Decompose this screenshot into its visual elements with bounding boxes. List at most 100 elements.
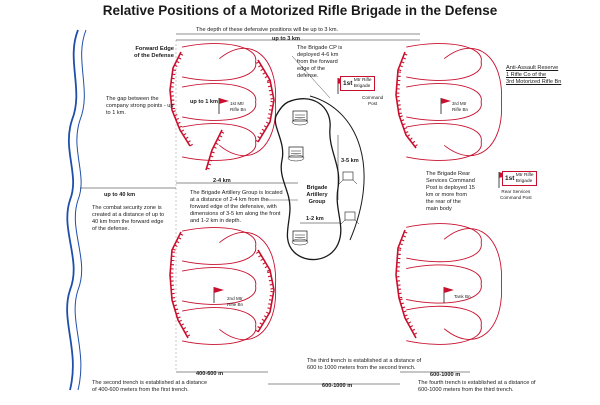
trench-bn2-second-tick — [264, 316, 267, 318]
rear-cp-number: 1st — [505, 175, 514, 182]
trench-bn1-tick — [174, 65, 177, 66]
trench-bn1-second-tick — [268, 86, 271, 87]
bn1-strongpoint — [182, 44, 256, 81]
2-4km-label: 2-4 km — [213, 178, 231, 185]
howitzer-symbol-2 — [345, 212, 355, 220]
trench-bn3-tick — [415, 145, 418, 147]
trench-bn2-second-tick — [267, 308, 270, 309]
trench-tank — [396, 230, 416, 338]
trench-bn2-tick — [187, 335, 190, 337]
trench-bn1-second-tick — [267, 118, 270, 119]
1st-battalion-label: 1st Mtr Rifle Bn — [230, 101, 246, 112]
trench-bn1-tick — [183, 134, 186, 136]
up-to-3km-label: up to 3 km — [272, 36, 300, 43]
second-trench-note: The second trench is established at a di… — [92, 380, 288, 394]
trench-bn2-tick — [185, 331, 188, 333]
trench-bn1-link-tick — [217, 139, 220, 140]
trench-bn2-second-tick — [271, 288, 274, 289]
trench-bn3-tick — [407, 135, 410, 137]
trench-bn2-tick — [179, 320, 182, 322]
depth-note: The depth of these defensive positions w… — [196, 27, 338, 34]
howitzer-symbol-1 — [343, 172, 353, 180]
brigade-cp-unit: Mtr Rifle Brigade — [354, 78, 372, 89]
flag-bn1 — [219, 98, 229, 104]
trench-tank-tick — [412, 329, 415, 331]
gap-note: The gap between the company strong point… — [106, 96, 173, 117]
trench-bn1-tick — [186, 137, 189, 139]
rear-cp-box: 1st Mtr Rifle Brigade — [502, 171, 537, 186]
artillery-group-note: The Brigade Artillery Group is located a… — [190, 190, 283, 225]
trench-bn2-second-tick — [269, 280, 272, 281]
trench-bn2-second-tick — [265, 266, 268, 268]
trench-bn1-second-tick — [265, 76, 268, 78]
trench-bn1-link-tick — [215, 143, 218, 144]
trench-bn1-second-tick — [256, 62, 259, 64]
trench-bn3 — [396, 52, 416, 148]
trench-bn2-second-tick — [268, 276, 271, 277]
trench-bn2-second-tick — [256, 252, 259, 254]
trench-bn1-tick — [188, 141, 191, 143]
trench-bn1-second-tick — [266, 122, 269, 124]
brigade-cp-box: 1st Mtr Rifle Brigade — [340, 76, 375, 91]
trench-bn3-tick — [412, 141, 415, 143]
trench-bn2-tick — [183, 328, 186, 330]
up-to-40km-label: up to 40 km — [104, 192, 135, 199]
trench-bn1-second-tick — [261, 69, 264, 71]
trench-bn1-second-tick — [258, 136, 261, 138]
trench-bn2-second-tick — [270, 296, 273, 297]
trench-bn2-second-tick — [266, 312, 269, 314]
trench-bn1-second-tick — [263, 73, 266, 75]
third-trench-note: The third trench is established at a dis… — [307, 358, 421, 372]
howitzer-symbol-leg — [353, 180, 357, 184]
security-zone-note: The combat security zone is created at a… — [92, 205, 164, 233]
trench-bn1-second-tick — [269, 110, 272, 111]
bn2-strongpoint — [182, 228, 256, 265]
trench-tank-tick — [410, 326, 413, 328]
trench-bn2-tick — [181, 324, 184, 326]
trench-bn1-second-tick — [258, 65, 261, 67]
trench-bn1-link-tick — [214, 147, 217, 148]
3rd-battalion-label: 3rd Mtr Rifle Bn — [452, 101, 468, 112]
trench-bn2-second-tick — [269, 300, 272, 301]
trench-bn2-second-tick — [270, 284, 273, 285]
trench-tank-tick — [406, 318, 409, 320]
trench-bn1-link-tick — [219, 136, 222, 137]
bn2-rear-loop — [219, 232, 275, 339]
anti-assault-reserve-note: Anti-Assault Reserve 1 Rifle Co of the 3… — [506, 65, 561, 86]
artillery-symbol-base — [292, 119, 308, 125]
brigade-cp-note: The Brigade CP is deployed 4-6 km from t… — [297, 45, 342, 80]
howitzer-symbol-leg — [339, 180, 343, 184]
600-1000m-right-label: 600-1000 m — [430, 372, 460, 379]
bn2-strongpoint — [182, 268, 256, 305]
flag-bn3 — [441, 98, 451, 104]
1-2km-label: 1-2 km — [306, 216, 324, 223]
trench-bn1-second-tick — [270, 106, 273, 107]
400-600m-label: 400-600 m — [196, 371, 223, 378]
tank-battalion-label: Tank Bn — [454, 294, 471, 300]
trench-bn2-second-tick — [268, 304, 271, 305]
trench-bn1-second-tick — [271, 98, 274, 99]
trench-tank-tick — [414, 333, 417, 335]
trench-bn1-second-tick — [267, 82, 270, 83]
brigade-cp-caption: Command Post — [362, 95, 383, 106]
bn1-rear-loop — [219, 48, 275, 155]
trench-bn2-second-tick — [262, 319, 265, 321]
trench-bn1-tick — [181, 130, 184, 132]
trench-bn2-tick — [180, 234, 183, 235]
trench-bn1-tick — [190, 144, 193, 146]
trench-bn2-second — [258, 250, 274, 332]
trench-bn1-second-tick — [262, 129, 265, 131]
rear-services-note: The Brigade Rear Services Command Post i… — [426, 171, 475, 213]
trench-bn1-second-tick — [270, 94, 273, 95]
trench-bn1-second-tick — [270, 101, 273, 102]
flag-tank — [444, 287, 454, 293]
tank-rear-loop — [444, 229, 501, 340]
trench-bn2-second-tick — [267, 272, 270, 273]
trench-bn2-tick — [176, 241, 179, 242]
trench-bn1-second-tick — [268, 114, 271, 115]
rear-cp-unit: Mtr Rifle Brigade — [516, 173, 534, 184]
bn1-strongpoint — [182, 124, 256, 161]
trench-bn3-tick — [410, 138, 413, 140]
artillery-symbol-base — [292, 239, 308, 245]
